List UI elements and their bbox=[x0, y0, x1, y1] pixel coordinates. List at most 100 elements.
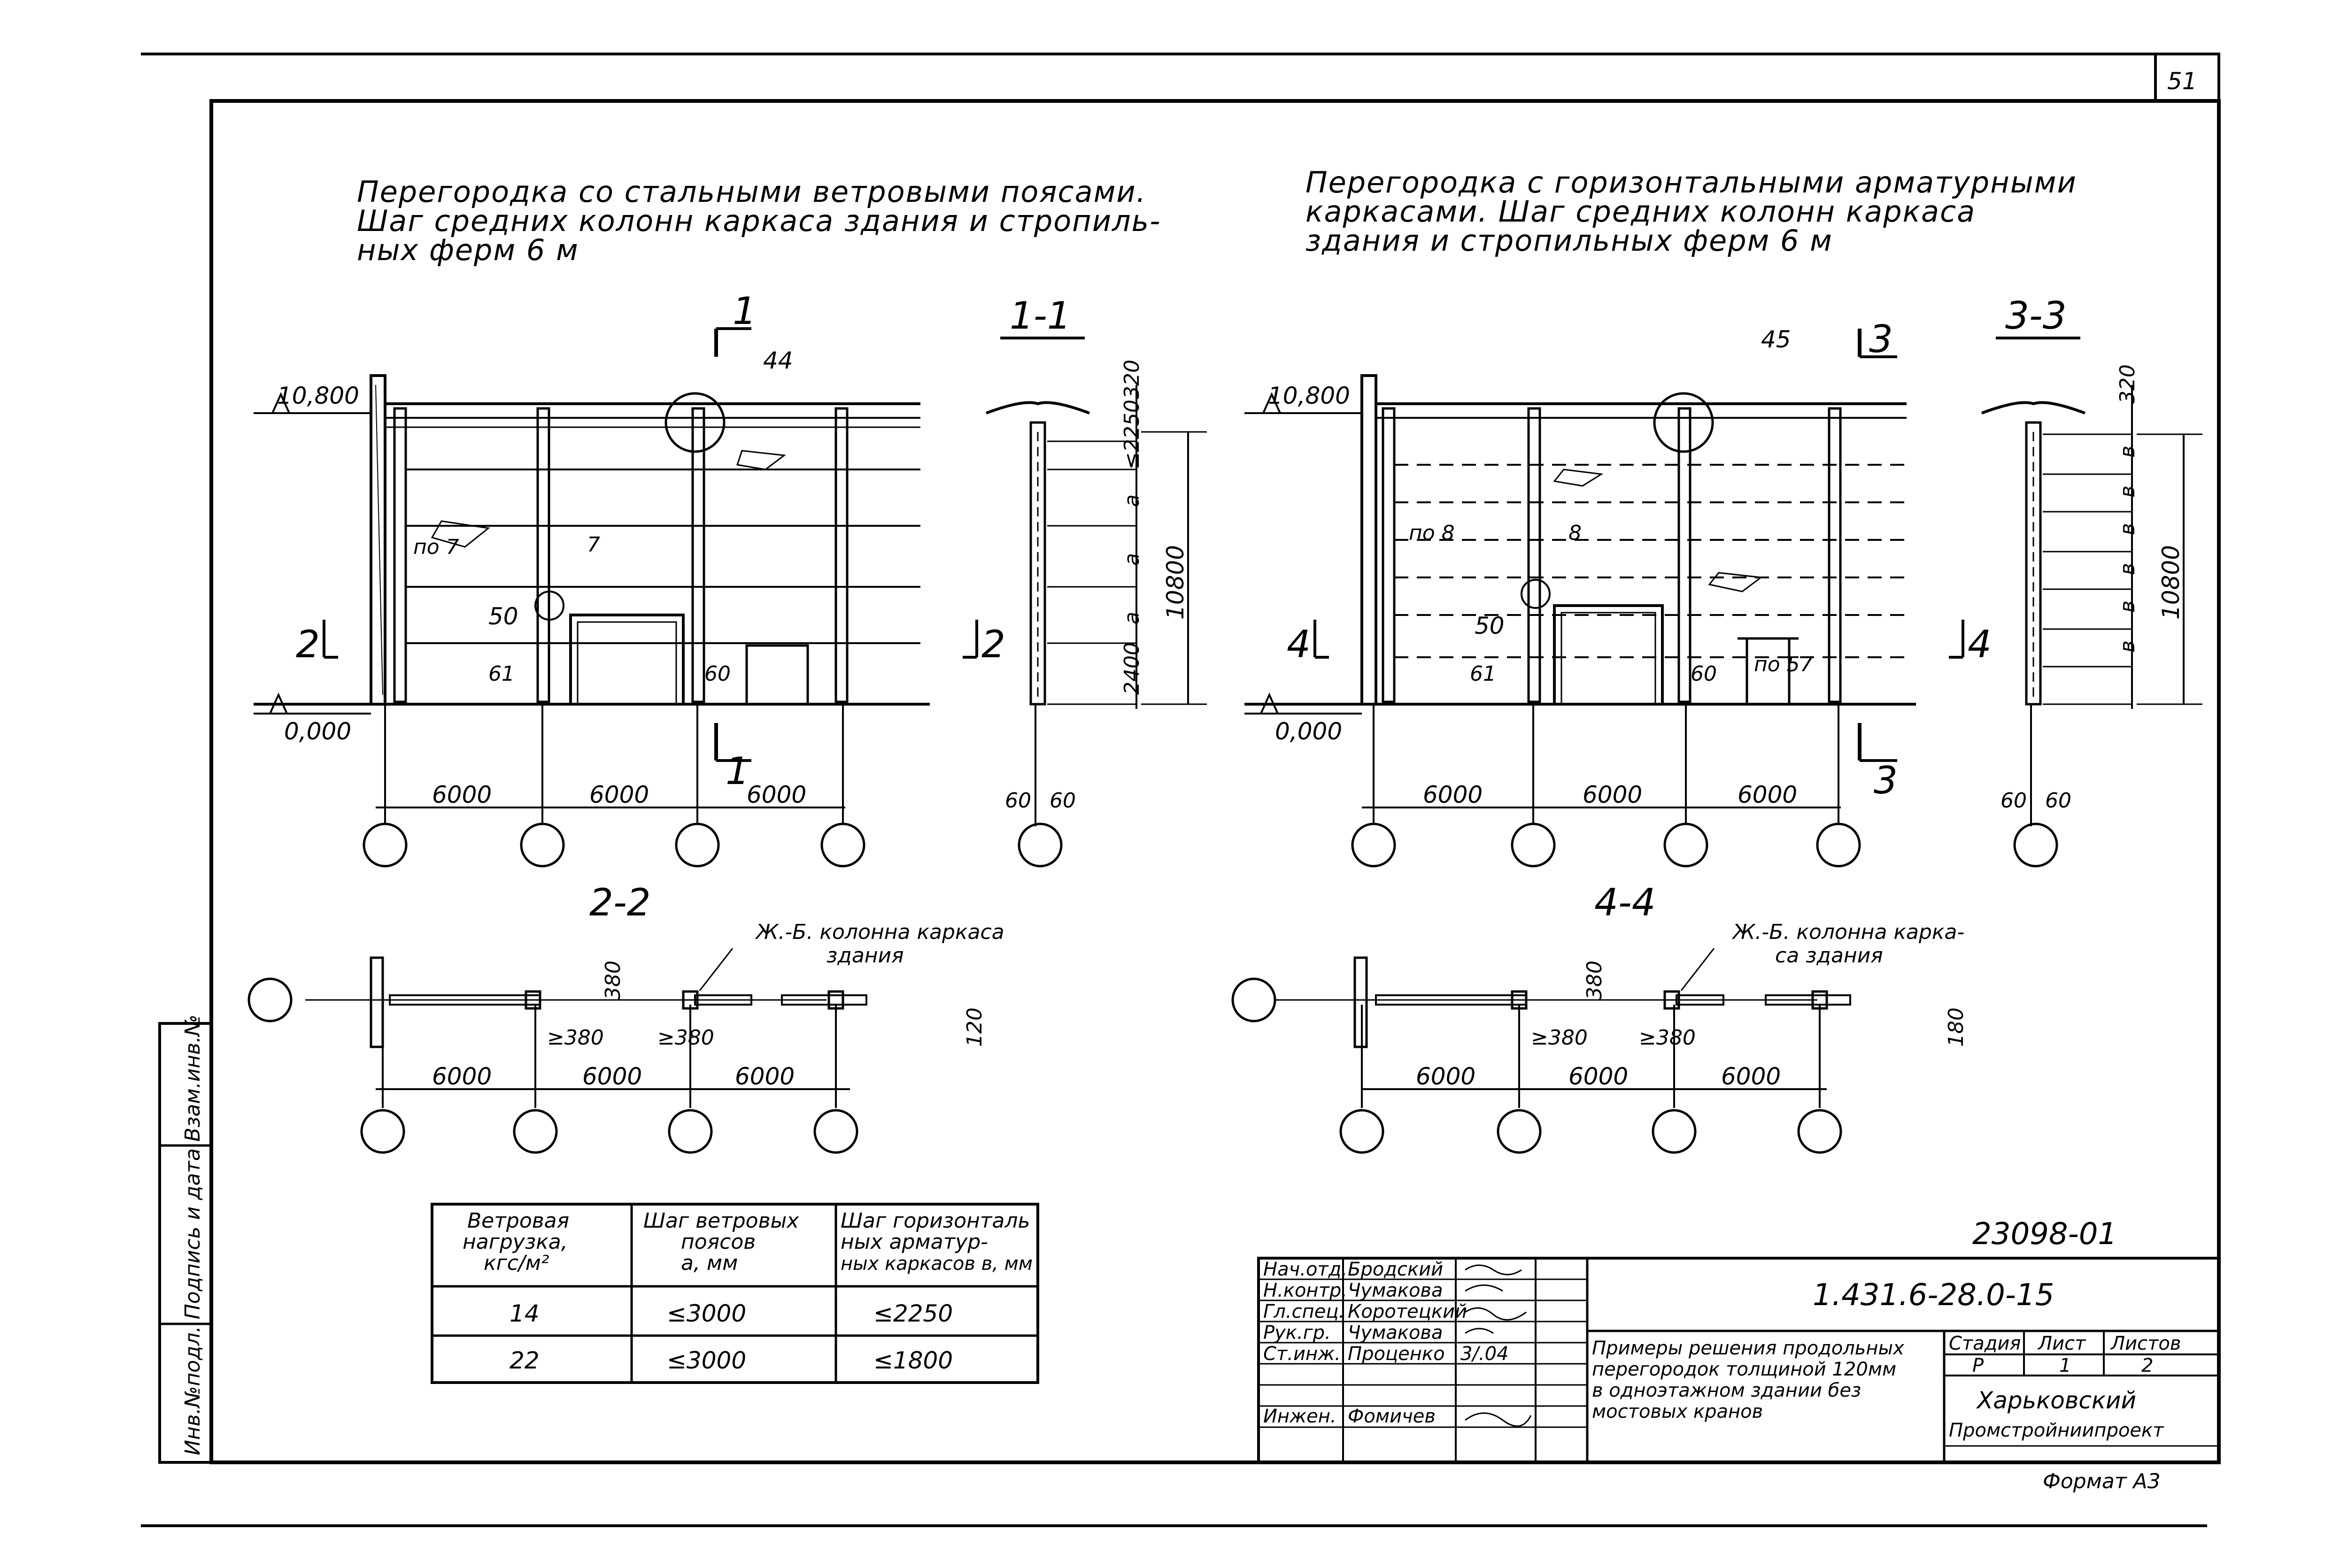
tb-name-2: Чумакова bbox=[1348, 1280, 1443, 1301]
plan-2-2-dim-380: 380 bbox=[601, 961, 625, 1000]
doc-number: 23098-01 bbox=[1972, 1217, 2117, 1252]
section-3-3-bottom-right: 60 bbox=[2045, 789, 2071, 813]
right-label-60: 60 bbox=[1691, 662, 1717, 686]
tb-date: 3/.04 bbox=[1460, 1343, 1509, 1365]
right-span-3: 6000 bbox=[1738, 781, 1797, 808]
tb-role-4: Рук.гр. bbox=[1263, 1322, 1331, 1344]
plan-2-2-span-2: 6000 bbox=[582, 1063, 642, 1090]
left-side-mark-l: 2 bbox=[296, 623, 320, 666]
tb-role-1: Нач.отд. bbox=[1263, 1259, 1347, 1280]
right-span-1: 6000 bbox=[1423, 781, 1483, 808]
page-number-box bbox=[2154, 53, 2220, 102]
left-axis-bubbles bbox=[364, 824, 1061, 866]
load-table-h2-2: поясов bbox=[681, 1230, 756, 1254]
load-table-r2-c1: 22 bbox=[510, 1347, 540, 1374]
right-elev-top: 10,800 bbox=[1268, 382, 1350, 409]
section-3-3-dim-b6: в bbox=[2116, 640, 2139, 653]
side-stamp-text: Инв.№подл. Подпись и дата Взам.инв.№ bbox=[181, 1015, 205, 1455]
section-3-3-dim-320: 320 bbox=[2116, 364, 2139, 404]
load-table-r2-c3: ≤1800 bbox=[873, 1347, 953, 1374]
tb-desc-4: мостовых кранов bbox=[1592, 1401, 1763, 1422]
right-elevation-labels: 10,800 0,000 3 3 4 4 45 50 по 8 8 61 60 … bbox=[1268, 317, 1992, 808]
tb-stage-label: Стадия bbox=[1949, 1333, 2021, 1354]
section-1-1-title: 1-1 bbox=[1010, 294, 1071, 338]
left-elev-bottom: 0,000 bbox=[284, 718, 351, 745]
plan-4-4-dim-380b: ≥380 bbox=[1639, 1026, 1696, 1050]
section-3-3-dim-b3: в bbox=[2116, 523, 2139, 535]
tb-name-7: Фомичев bbox=[1348, 1406, 1436, 1427]
tb-org-1: Харьковский bbox=[1976, 1387, 2136, 1414]
right-side-mark-r: 4 bbox=[1968, 623, 1992, 666]
load-table: Ветровая нагрузка, кгс/м² Шаг ветровых п… bbox=[431, 1203, 1039, 1384]
tb-sheet: 1 bbox=[2059, 1355, 2071, 1376]
side-stamp: Инв.№подл. Подпись и дата Взам.инв.№ bbox=[158, 1015, 213, 1464]
plan-2-2-dim-120: 120 bbox=[963, 1007, 987, 1047]
load-table-h2-1: Шаг ветровых bbox=[643, 1209, 799, 1233]
plan-4-4-span-3: 6000 bbox=[1721, 1063, 1781, 1090]
plan-2-2 bbox=[305, 948, 867, 1108]
left-span-2: 6000 bbox=[589, 781, 649, 808]
section-3-3-title: 3-3 bbox=[2005, 294, 2067, 338]
plan-4-4-title: 4-4 bbox=[1594, 881, 1656, 924]
load-table-h3-1: Шаг горизонталь bbox=[841, 1209, 1030, 1233]
section-1-1-total: 10800 bbox=[1162, 545, 1189, 620]
section-3-3-dim-b4: в bbox=[2116, 563, 2139, 575]
tb-desc-1: Примеры решения продольных bbox=[1592, 1337, 1904, 1359]
left-span-1: 6000 bbox=[432, 781, 492, 808]
tb-code: 1.431.6-28.0-15 bbox=[1813, 1278, 2054, 1313]
tb-desc-2: перегородок толщиной 120мм bbox=[1592, 1359, 1896, 1380]
tb-name-4: Чумакова bbox=[1348, 1322, 1443, 1344]
tb-stage: Р bbox=[1972, 1355, 1984, 1376]
right-title: Перегородка с горизонтальными арматурным… bbox=[1305, 165, 2077, 258]
plan-4-4-note-1: Ж.-Б. колонна карка- bbox=[1731, 920, 1964, 944]
right-elevation bbox=[1244, 329, 1964, 826]
plan-2-2-note-2: здания bbox=[826, 944, 904, 968]
tb-sheets: 2 bbox=[2141, 1355, 2153, 1376]
title-block-signatures: Нач.отд. Бродский Н.контр. Чумакова Гл.с… bbox=[1263, 1259, 1532, 1427]
plan-4-4-labels: 4-4 Ж.-Б. колонна карка- са здания 380 ≥… bbox=[1416, 881, 1968, 1090]
plan-4-4-dim-380a: ≥380 bbox=[1531, 1026, 1588, 1050]
load-table-r1-c1: 14 bbox=[510, 1300, 540, 1327]
right-elev-bottom: 0,000 bbox=[1275, 718, 1342, 745]
left-label-60: 60 bbox=[704, 662, 731, 686]
right-label-61: 61 bbox=[1470, 662, 1496, 686]
section-1-1-bottom-right: 60 bbox=[1050, 789, 1076, 813]
left-title-line-2: Шаг средних колонн каркаса здания и стро… bbox=[357, 204, 1161, 238]
right-title-line-2: каркасами. Шаг средних колонн каркаса bbox=[1305, 194, 1976, 229]
left-cut-bottom: 1 bbox=[726, 749, 749, 793]
left-side-mark-r: 2 bbox=[981, 623, 1005, 666]
plan-2-2-span-1: 6000 bbox=[432, 1063, 492, 1090]
load-table-h3-3: ных каркасов в, мм bbox=[841, 1253, 1033, 1275]
load-table-r1-c3: ≤2250 bbox=[873, 1300, 953, 1327]
left-node-50: 50 bbox=[488, 603, 518, 630]
tb-signatures-scribble bbox=[1465, 1264, 1532, 1427]
left-elev-top: 10,800 bbox=[277, 382, 359, 409]
section-1-1-dim-a1: a bbox=[1120, 494, 1144, 507]
right-label-po57: по 57 bbox=[1754, 653, 1813, 676]
load-table-h3-2: ных арматур- bbox=[841, 1230, 988, 1254]
section-3-3-dim-b5: в bbox=[2116, 600, 2139, 613]
plan-4-4-note-2: са здания bbox=[1775, 944, 1883, 968]
plan-2-2-span-3: 6000 bbox=[735, 1063, 795, 1090]
load-table-h1-2: нагрузка, bbox=[463, 1230, 568, 1254]
tb-name-1: Бродский bbox=[1348, 1259, 1443, 1280]
left-title-line-1: Перегородка со стальными ветровыми пояса… bbox=[357, 175, 1146, 209]
section-3-3-total: 10800 bbox=[2157, 545, 2185, 620]
section-3-3 bbox=[1981, 337, 2202, 826]
left-node-44: 44 bbox=[763, 347, 793, 374]
section-1-1-bottom-left: 60 bbox=[1005, 789, 1031, 813]
drawing-frame bbox=[209, 99, 2221, 1464]
right-side-mark-l: 4 bbox=[1287, 623, 1311, 666]
plan-4-4-span-2: 6000 bbox=[1568, 1063, 1628, 1090]
section-3-3-bottom-left: 60 bbox=[2000, 789, 2027, 813]
tb-role-2: Н.контр. bbox=[1263, 1280, 1347, 1301]
left-cut-top: 1 bbox=[733, 289, 757, 333]
right-label-po8: по 8 bbox=[1409, 521, 1455, 545]
right-label-8: 8 bbox=[1568, 521, 1582, 545]
tb-role-3: Гл.спец. bbox=[1263, 1301, 1344, 1322]
tb-desc-3: в одноэтажном здании без bbox=[1592, 1380, 1861, 1401]
section-3-3-labels: 3-3 320 в в в в в в 10800 60 60 bbox=[2000, 294, 2185, 813]
tb-sheet-label: Лист bbox=[2037, 1333, 2086, 1354]
right-axis-bubbles bbox=[1352, 824, 2057, 866]
right-title-line-1: Перегородка с горизонтальными арматурным… bbox=[1305, 165, 2077, 200]
